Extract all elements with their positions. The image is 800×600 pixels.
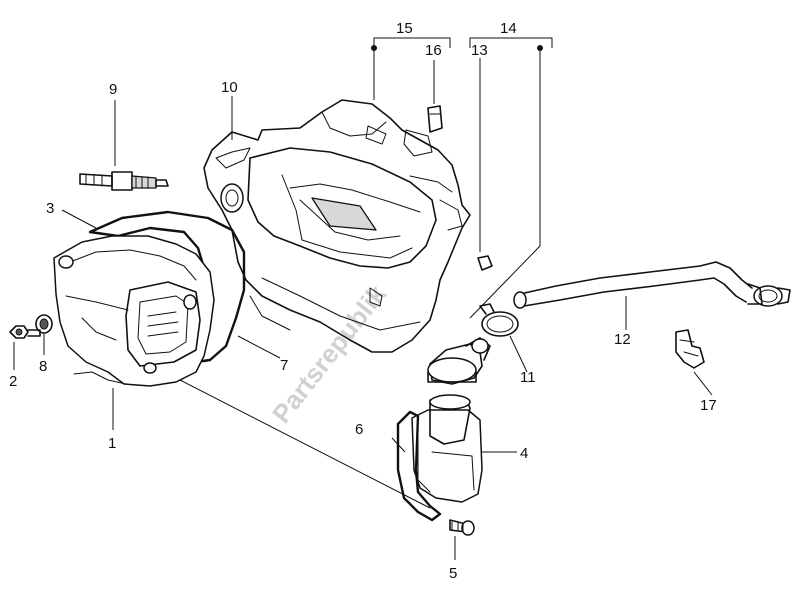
label-14: 14 xyxy=(500,20,517,37)
label-15: 15 xyxy=(396,20,413,37)
label-12: 12 xyxy=(614,331,631,348)
elbow-pipe xyxy=(427,337,491,385)
label-8: 8 xyxy=(39,358,47,375)
label-3: 3 xyxy=(46,200,54,217)
label-10: 10 xyxy=(221,79,238,96)
breather-gasket xyxy=(396,410,442,522)
label-4: 4 xyxy=(520,445,528,462)
hose-bracket xyxy=(675,329,705,369)
leader-lines xyxy=(13,37,713,560)
label-6: 6 xyxy=(355,421,363,438)
label-9: 9 xyxy=(109,81,117,98)
label-16: 16 xyxy=(425,42,442,59)
label-13: 13 xyxy=(471,42,488,59)
head-cover xyxy=(53,235,215,387)
clip xyxy=(427,105,443,133)
label-7: 7 xyxy=(280,357,288,374)
hose-clamp xyxy=(479,303,519,337)
label-11: 11 xyxy=(520,369,536,386)
engine-cover xyxy=(203,99,471,353)
label-1: 1 xyxy=(108,435,116,452)
watermark: Partsrepublik xyxy=(266,279,392,429)
screw xyxy=(449,519,475,536)
nut xyxy=(477,255,493,271)
washer xyxy=(35,314,53,334)
callout-labels: 9 10 3 1 2 8 7 6 4 5 11 12 17 15 14 16 1… xyxy=(9,20,717,582)
spark-plug xyxy=(79,171,169,191)
label-5: 5 xyxy=(449,565,457,582)
breather-box xyxy=(411,394,483,503)
label-2: 2 xyxy=(9,373,17,390)
breather-hose xyxy=(513,261,791,309)
bolt xyxy=(9,325,41,339)
label-17: 17 xyxy=(700,397,717,414)
